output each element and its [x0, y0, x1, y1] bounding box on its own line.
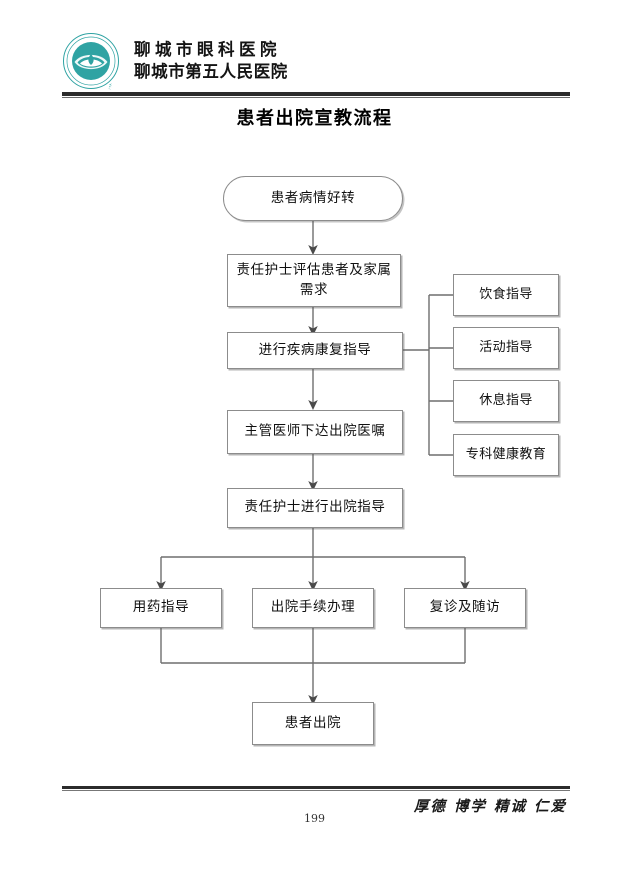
hospital-name-secondary: 聊城市第五人民医院	[134, 61, 288, 81]
flow-node-label: 责任护士进行出院指导	[244, 499, 386, 516]
flow-node-medication: 用药指导	[100, 588, 222, 628]
flow-node-end: 患者出院	[252, 702, 374, 745]
flow-node-label: 饮食指导	[479, 286, 533, 302]
flow-node-label: 责任护士评估患者及家属需求	[236, 261, 392, 298]
page-number: 199	[304, 812, 325, 825]
flow-branch-diet: 饮食指导	[453, 274, 559, 316]
flow-branch-activity: 活动指导	[453, 327, 559, 369]
flow-node-label: 活动指导	[479, 339, 533, 355]
flow-node-label: 出院手续办理	[270, 599, 356, 616]
flow-node-label: 主管医师下达出院医嘱	[244, 423, 386, 440]
flow-node-formalities: 出院手续办理	[252, 588, 374, 628]
flow-node-start: 患者病情好转	[223, 176, 403, 221]
flow-node-discharge-education: 责任护士进行出院指导	[227, 488, 403, 528]
footer-divider-thick	[62, 786, 570, 789]
hospital-name-primary: 聊城市眼科医院	[134, 39, 281, 59]
flow-branch-specialty-education: 专科健康教育	[453, 434, 559, 476]
header-divider-thin	[62, 97, 570, 98]
flow-node-label: 患者病情好转	[270, 189, 356, 206]
flow-node-label: 休息指导	[479, 392, 533, 408]
page-title: 患者出院宣教流程	[236, 108, 393, 129]
flow-branch-rest: 休息指导	[453, 380, 559, 422]
flow-node-orders: 主管医师下达出院医嘱	[227, 410, 403, 454]
flow-node-assess: 责任护士评估患者及家属需求	[227, 254, 401, 307]
flow-node-label: 用药指导	[132, 599, 190, 616]
flow-node-label: 进行疾病康复指导	[258, 341, 372, 358]
hospital-motto: 厚德 博学 精诚 仁爱	[413, 798, 567, 815]
flow-node-followup: 复诊及随访	[404, 588, 526, 628]
flow-node-label: 患者出院	[284, 714, 342, 731]
flow-node-rehab: 进行疾病康复指导	[227, 332, 403, 369]
flow-node-label: 复诊及随访	[429, 599, 501, 616]
footer-divider-thin	[62, 790, 570, 791]
header-divider-thick	[62, 92, 570, 96]
flow-node-label: 专科健康教育	[465, 446, 547, 462]
hospital-name-block: 聊城市眼科医院 聊城市第五人民医院	[134, 39, 288, 82]
